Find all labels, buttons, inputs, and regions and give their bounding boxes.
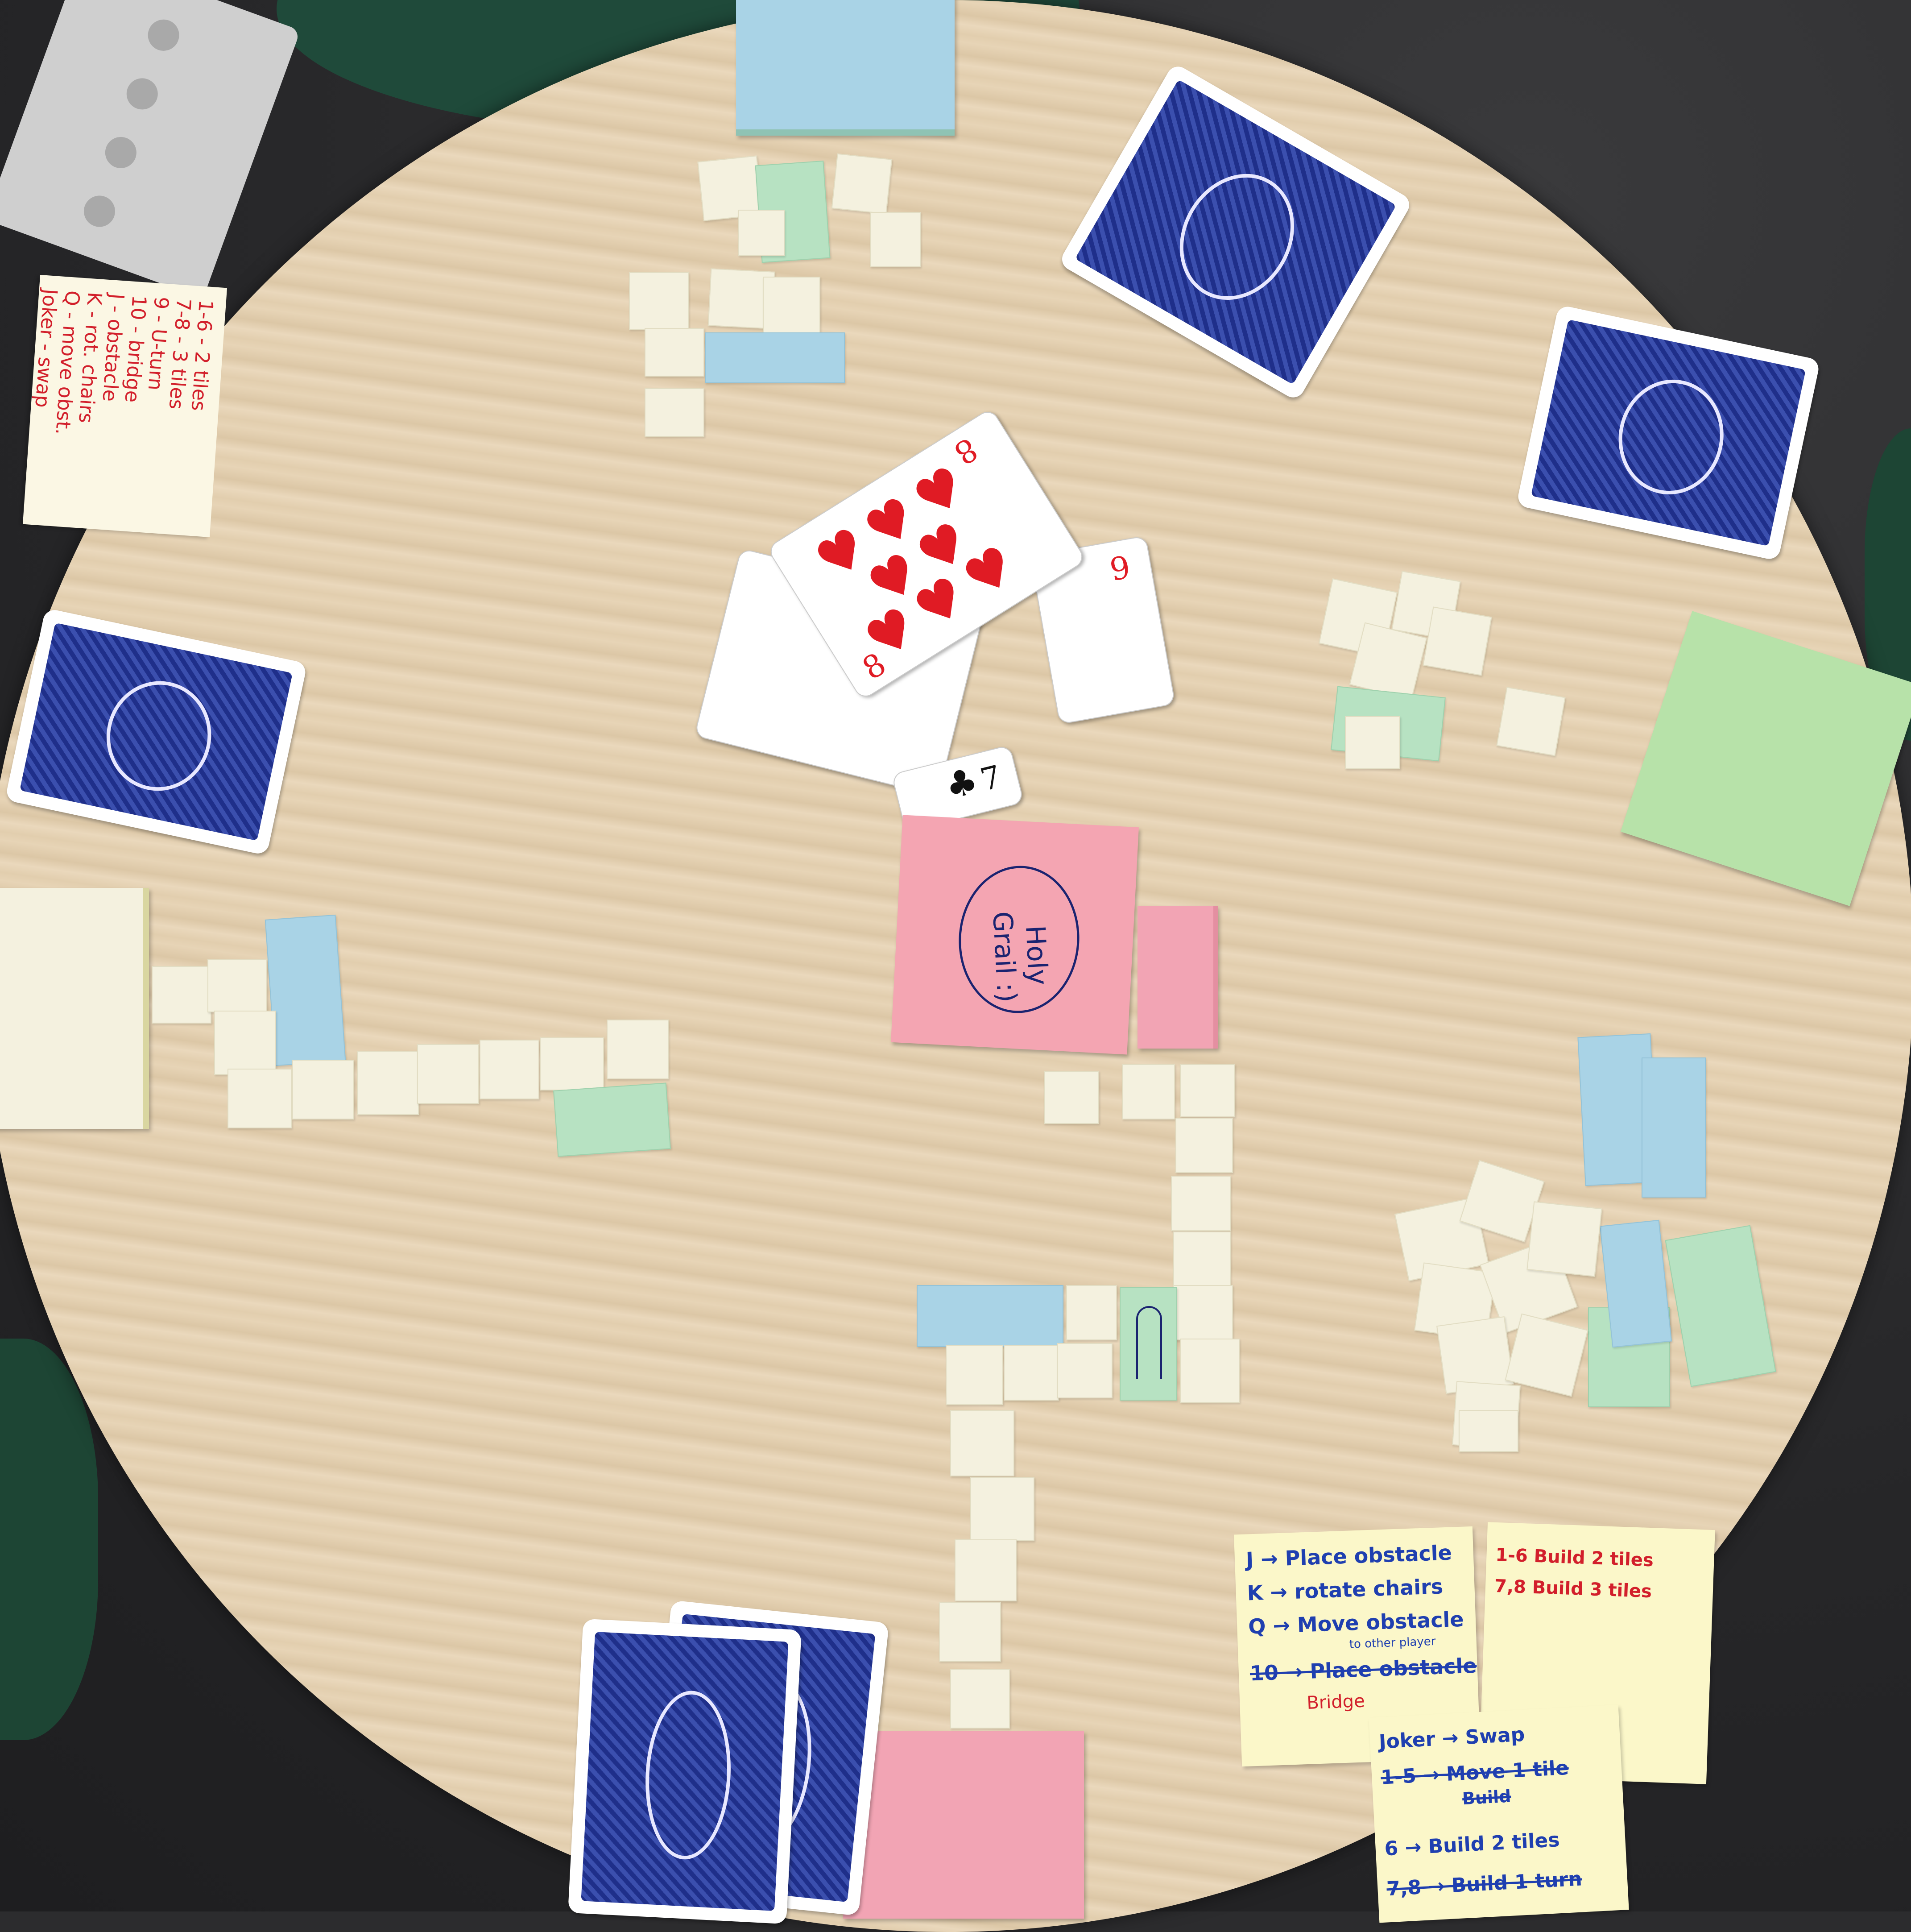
outlet [100,133,141,173]
rule-line: 1-5 → Move 1 tile [1380,1756,1569,1789]
rule-line: 10 → Place obstacle [1249,1653,1477,1686]
club-suit-icon: ♣ [941,759,982,808]
tile[interactable] [1122,1064,1175,1119]
rule-line: 7,8 Build 3 tiles [1494,1575,1652,1602]
tile[interactable] [955,1539,1017,1601]
card-rank: 9 [1107,548,1133,589]
tile-green-arrow[interactable] [1120,1287,1177,1401]
tile[interactable] [1459,1410,1518,1452]
tile[interactable] [1057,1343,1113,1398]
outlet [122,74,162,114]
tile[interactable] [417,1044,479,1104]
chair-left [0,1339,98,1740]
tile[interactable] [1004,1345,1059,1401]
tile[interactable] [357,1051,419,1115]
holy-grail-text: Holy Grail :) [985,896,1055,1016]
tile[interactable] [1180,1339,1240,1403]
tile[interactable] [207,959,267,1012]
holy-grail-note[interactable]: Holy Grail :) [891,815,1139,1055]
tile[interactable] [1496,687,1566,756]
rule-line: 6 → Build 2 tiles [1384,1828,1560,1861]
rule-line: K → rotate chairs [1246,1574,1444,1605]
pink-note-stack[interactable] [1138,906,1218,1049]
rule-line: J → Place obstacle [1245,1540,1452,1572]
rule-line: 1-6 Build 2 tiles [1495,1544,1654,1571]
rule-line: Bridge [1306,1691,1365,1714]
rules-note-right-c: Joker → Swap 1-5 → Move 1 tile Build 6 →… [1369,1704,1629,1923]
tile-blue[interactable] [917,1285,1063,1347]
rule-line: 7,8 → Build 1 turn [1386,1867,1583,1901]
tile[interactable] [292,1060,354,1119]
tile-blue-stack[interactable] [1642,1057,1706,1198]
tile[interactable] [480,1040,539,1099]
tile[interactable] [1066,1285,1117,1340]
rules-note-left: 1-6 - 2 tiles 7-8 - 3 tiles 9 - U-turn 1… [22,275,228,537]
tile[interactable] [228,1069,292,1128]
tile[interactable] [1173,1285,1233,1340]
tile[interactable] [950,1410,1014,1476]
outlet [79,191,120,232]
rule-line-small: to other player [1349,1634,1436,1651]
tile[interactable] [1180,1064,1235,1117]
tile[interactable] [970,1477,1034,1541]
tile[interactable] [1173,1231,1231,1287]
card-rank-top: 8 [947,430,984,472]
tile[interactable] [831,153,893,215]
tile-blue[interactable] [705,332,845,383]
tile-green[interactable] [553,1082,671,1157]
tile[interactable] [738,210,785,256]
tile[interactable] [939,1602,1001,1662]
tile[interactable] [1175,1118,1233,1173]
pink-sticky-pad[interactable] [843,1731,1084,1919]
rule-line: Joker → Swap [1378,1723,1526,1754]
tile-blue[interactable] [265,914,346,1066]
blue-sticky-pad[interactable] [736,0,955,136]
holy-grail-line: Holy [1019,925,1054,986]
rule-line: Build [1461,1786,1512,1809]
u-turn-arrow-icon [1136,1306,1162,1379]
tile[interactable] [763,277,820,334]
tile-blue-stack[interactable] [1600,1219,1672,1348]
tile[interactable] [607,1020,669,1079]
tile[interactable] [870,212,921,267]
tile[interactable] [540,1037,604,1090]
tile[interactable] [1423,606,1492,676]
tile[interactable] [214,1011,276,1075]
tile[interactable] [1526,1201,1602,1277]
card-rank: 7 [976,758,1005,799]
tile[interactable] [629,272,689,330]
tile[interactable] [946,1345,1003,1405]
tile[interactable] [950,1669,1010,1729]
tile[interactable] [1044,1071,1099,1124]
tile[interactable] [152,966,211,1024]
tile[interactable] [645,328,704,377]
card-deck-back[interactable] [568,1618,802,1924]
rule-line: Q → Move obstacle [1248,1607,1464,1639]
tile[interactable] [1345,716,1400,769]
outlet [143,15,184,55]
tile[interactable] [645,388,704,437]
cream-sticky-pad[interactable] [0,888,149,1129]
holy-grail-line: Grail :) [986,910,1022,1003]
tile[interactable] [1171,1176,1231,1231]
